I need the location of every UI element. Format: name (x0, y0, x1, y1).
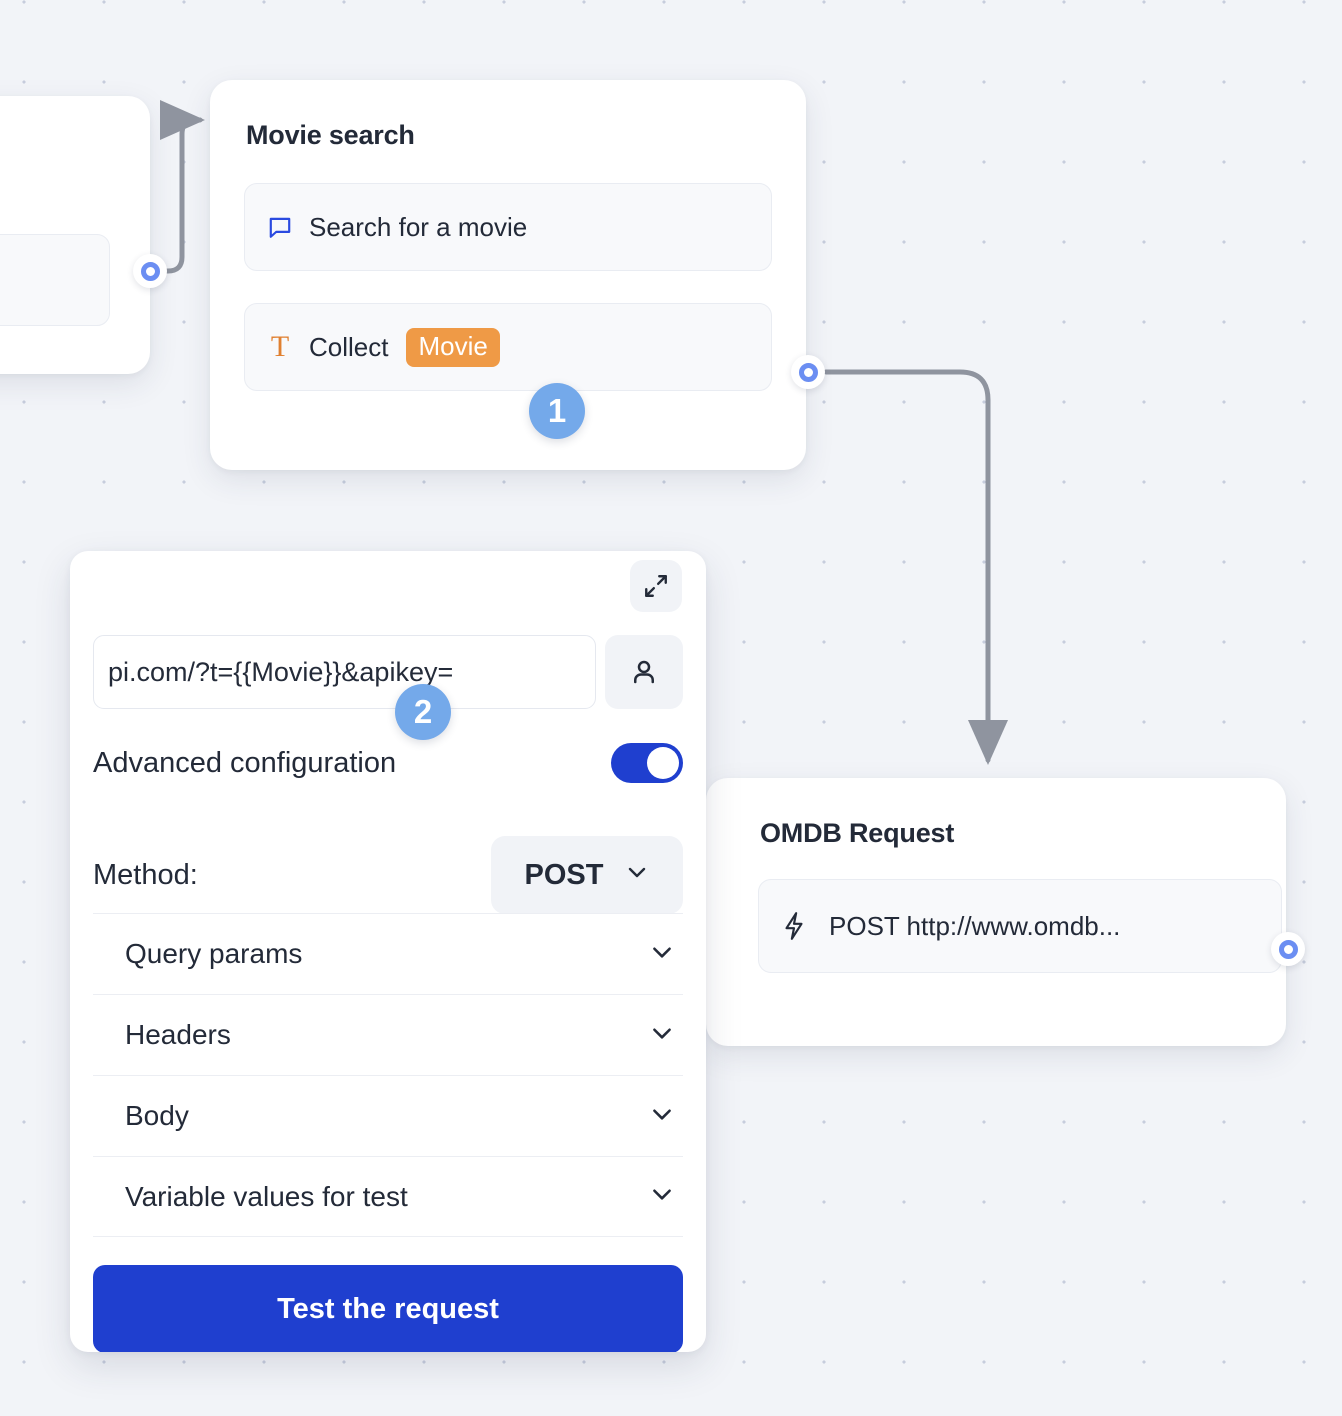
omdb-request-node[interactable]: OMDB Request POST http://www.omdb... (706, 778, 1286, 1046)
advanced-configuration-label: Advanced configuration (93, 746, 397, 779)
accordion-label: Variable values for test (125, 1180, 408, 1212)
accordion-item-headers[interactable]: Headers (93, 994, 683, 1075)
step-badge-2: 2 (395, 684, 451, 740)
accordion-item-query-params[interactable]: Query params (93, 913, 683, 994)
connector-port-movie-search-out[interactable] (791, 355, 825, 389)
chat-bubble-icon (267, 214, 293, 240)
accordion-label: Query params (125, 938, 303, 969)
chevron-down-icon (625, 859, 649, 892)
chevron-down-icon (649, 939, 675, 970)
connector-port-previous[interactable] (133, 254, 167, 288)
node-row-search-for-a-movie[interactable]: Search for a movie (244, 183, 772, 271)
method-select[interactable]: POST (491, 836, 683, 914)
request-url-input[interactable]: pi.com/?t={{Movie}}&apikey= (93, 635, 596, 709)
node-row-post-request[interactable]: POST http://www.omdb... (758, 879, 1282, 973)
accordion-label: Headers (125, 1019, 231, 1050)
chevron-down-icon (649, 1020, 675, 1051)
method-row: Method: POST (93, 836, 683, 914)
person-icon[interactable] (605, 635, 683, 709)
step-badge-1: 1 (529, 383, 585, 439)
text-format-icon: T (270, 330, 290, 363)
accordion-item-body[interactable]: Body (93, 1075, 683, 1156)
test-the-request-button[interactable]: Test the request (93, 1265, 683, 1352)
previous-node-row[interactable] (0, 234, 110, 326)
advanced-configuration-row: Advanced configuration (93, 743, 683, 783)
chevron-down-icon (649, 1101, 675, 1132)
chevron-down-icon (649, 1181, 675, 1212)
node-row-label: POST http://www.omdb... (829, 910, 1121, 941)
movie-search-title: Movie search (246, 120, 415, 150)
previous-node-card[interactable] (0, 96, 150, 374)
variable-chip-movie[interactable]: Movie (406, 327, 500, 367)
expand-icon[interactable] (630, 560, 682, 612)
movie-search-node[interactable]: Movie search Search for a movie T Collec… (210, 80, 806, 470)
lightning-bolt-icon (781, 911, 807, 941)
request-sections-accordion: Query params Headers Body (93, 913, 683, 1237)
method-label: Method: (93, 858, 198, 891)
node-row-collect-movie[interactable]: T Collect Movie (244, 303, 772, 391)
accordion-label: Body (125, 1100, 189, 1131)
method-select-value: POST (524, 858, 604, 891)
advanced-configuration-toggle[interactable] (611, 743, 683, 783)
omdb-request-title: OMDB Request (760, 818, 955, 848)
connector-port-omdb-out[interactable] (1271, 932, 1305, 966)
node-row-label: Collect (309, 331, 389, 362)
request-config-panel[interactable]: pi.com/?t={{Movie}}&apikey= Advanced con… (70, 551, 706, 1352)
node-row-label: Search for a movie (309, 211, 528, 242)
accordion-item-variable-values-for-test[interactable]: Variable values for test (93, 1156, 683, 1237)
url-row: pi.com/?t={{Movie}}&apikey= (93, 635, 683, 709)
